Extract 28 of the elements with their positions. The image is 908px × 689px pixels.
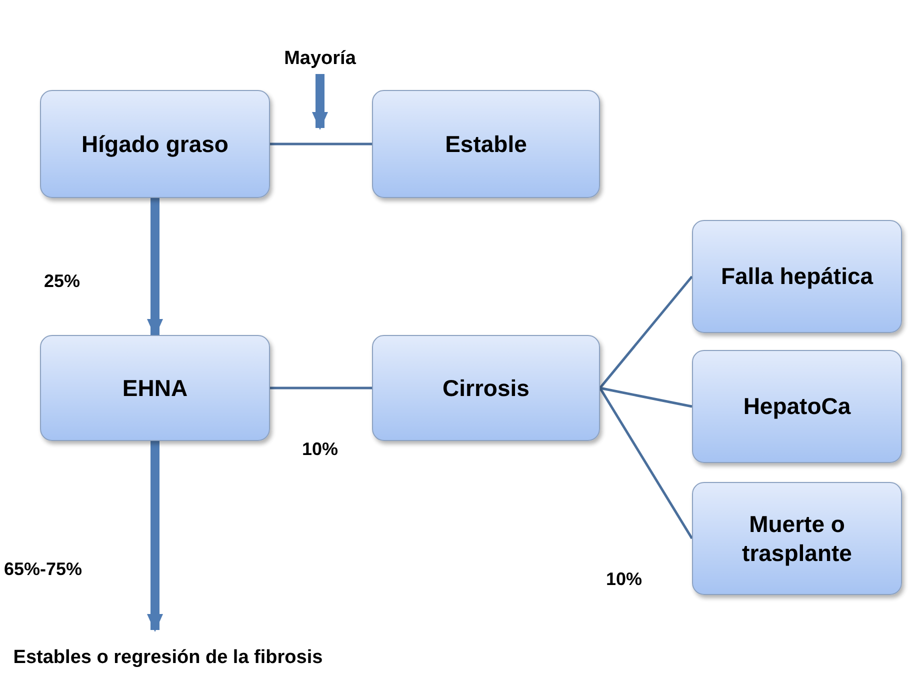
arrow (312, 74, 328, 130)
process-box (692, 220, 902, 333)
arrow (147, 441, 163, 632)
box-label: Estable (445, 130, 527, 158)
connector-line (598, 387, 694, 540)
box-label: EHNA (122, 374, 188, 402)
process-box (40, 335, 270, 441)
edge-label: 10% (606, 568, 642, 591)
connector-line (270, 142, 372, 146)
box-label: Hígado graso (82, 130, 228, 158)
box-label: HepatoCa (743, 392, 851, 421)
box-label: Falla hepática (720, 262, 874, 291)
edge-label: 10% (302, 438, 338, 461)
connector-line (270, 386, 372, 390)
node-text: Estables o regresión de la fibrosis (8, 630, 328, 686)
edge-label: 65%-75% (4, 558, 82, 581)
process-box (692, 482, 902, 595)
box-label: Muerte o trasplante (741, 510, 853, 568)
process-box (372, 90, 600, 198)
box-label: Cirrosis (442, 374, 530, 402)
process-box (40, 90, 270, 198)
edge-label: 25% (44, 270, 80, 293)
arrow (147, 198, 163, 337)
node-text: Mayoría (270, 44, 370, 74)
connector-line (599, 276, 693, 389)
connector-line (600, 386, 692, 408)
process-box (692, 350, 902, 463)
process-box (372, 335, 600, 441)
